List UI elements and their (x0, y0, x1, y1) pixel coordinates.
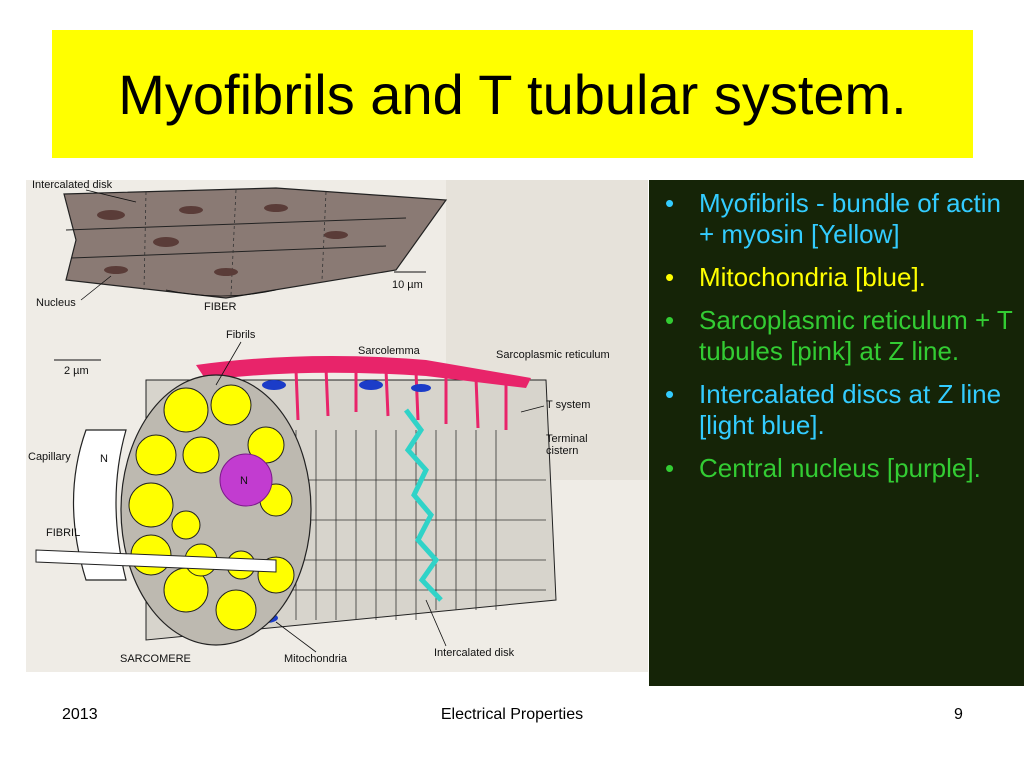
label-mitochondria: Mitochondria (284, 653, 348, 665)
bullet-item: • Central nucleus [purple]. (655, 453, 1014, 484)
label-n-left: N (100, 453, 108, 465)
label-sarcomere: SARCOMERE (120, 653, 191, 665)
title-box: Myofibrils and T tubular system. (52, 30, 973, 158)
bullet-dot-icon: • (665, 453, 674, 484)
bullet-list: • Myofibrils - bundle of actin + myosin [… (655, 188, 1014, 484)
bullet-item: • Myofibrils - bundle of actin + myosin [… (655, 188, 1014, 250)
label-scale-10um: 10 µm (392, 279, 423, 291)
slide-title: Myofibrils and T tubular system. (118, 62, 906, 127)
label-fiber: FIBER (204, 301, 236, 313)
bullet-dot-icon: • (665, 379, 674, 410)
muscle-fiber-illustration: Intercalated disk Nucleus FIBER 10 µm (26, 180, 648, 672)
footer-title: Electrical Properties (0, 706, 1024, 724)
footer-page-number: 9 (954, 706, 963, 724)
label-fibrils: Fibrils (226, 329, 256, 341)
label-t-system: T system (546, 399, 590, 411)
label-scale-2um: 2 µm (64, 365, 89, 377)
bullet-text: Mitochondria [blue]. (699, 262, 926, 292)
label-capillary: Capillary (28, 451, 71, 463)
bullet-item: • Intercalated discs at Z line [light blu… (655, 379, 1014, 441)
label-n-center: N (240, 475, 248, 487)
bullet-dot-icon: • (665, 188, 674, 219)
bullet-text: Central nucleus [purple]. (699, 453, 981, 483)
bullet-text: Sarcoplasmic reticulum + T tubules [pink… (699, 305, 1012, 366)
bullet-dot-icon: • (665, 305, 674, 336)
bullet-item: • Mitochondria [blue]. (655, 262, 1014, 293)
bullet-item: • Sarcoplasmic reticulum + T tubules [pin… (655, 305, 1014, 367)
label-nucleus: Nucleus (36, 297, 76, 309)
bullet-dot-icon: • (665, 262, 674, 293)
label-fibril: FIBRIL (46, 527, 80, 539)
bullet-text: Myofibrils - bundle of actin + myosin [Y… (699, 188, 1001, 249)
label-intercalated-disk-bottom: Intercalated disk (434, 647, 515, 659)
label-sarcolemma: Sarcolemma (358, 345, 421, 357)
label-terminal-1: Terminal (546, 433, 588, 445)
bullet-panel: • Myofibrils - bundle of actin + myosin [… (649, 180, 1024, 686)
bullet-text: Intercalated discs at Z line [light blue… (699, 379, 1001, 440)
label-sarcoplasmic-reticulum: Sarcoplasmic reticulum (496, 349, 610, 361)
label-terminal-2: cistern (546, 445, 578, 457)
label-intercalated-disk-top: Intercalated disk (32, 180, 113, 191)
